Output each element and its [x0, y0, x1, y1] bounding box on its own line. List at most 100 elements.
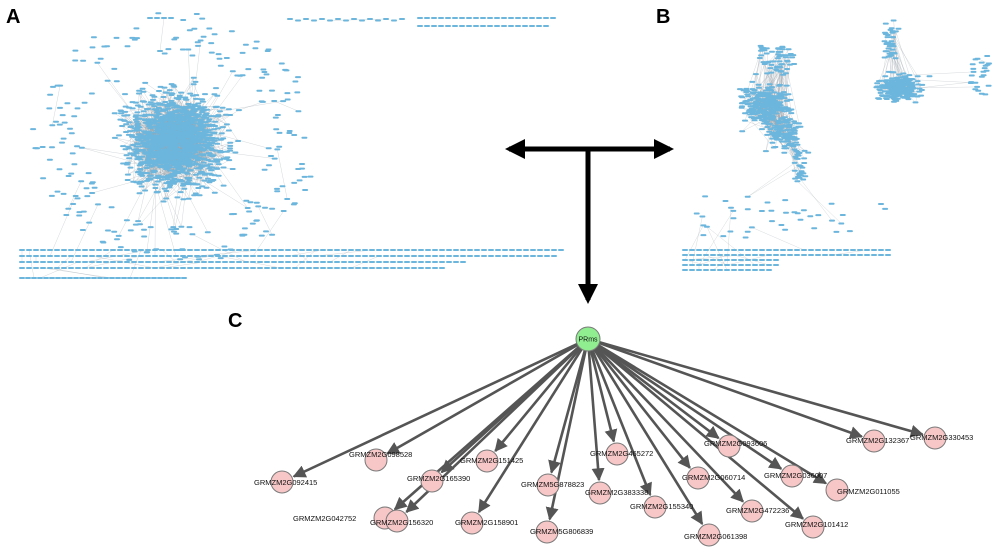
network-node	[47, 93, 54, 96]
network-node	[265, 147, 272, 150]
network-node	[90, 36, 97, 39]
network-node	[111, 230, 118, 233]
network-node	[249, 222, 256, 225]
network-node	[72, 195, 79, 197]
network-node	[417, 25, 423, 27]
network-node	[156, 148, 162, 151]
network-node	[182, 148, 189, 151]
network-node	[141, 118, 148, 121]
network-node	[182, 145, 188, 148]
network-node	[271, 255, 277, 257]
network-node	[89, 267, 95, 269]
network-node	[171, 174, 177, 177]
network-node	[159, 267, 165, 269]
network-node	[144, 179, 151, 182]
network-node	[223, 123, 230, 126]
network-node	[195, 102, 202, 105]
regulatory-edge	[598, 341, 864, 439]
network-node	[177, 115, 184, 118]
network-node	[194, 146, 201, 149]
network-node	[212, 120, 219, 123]
network-node	[121, 277, 127, 279]
network-node	[142, 121, 149, 124]
network-node	[751, 89, 758, 92]
network-node	[46, 107, 53, 110]
network-node	[78, 180, 85, 183]
network-node	[724, 264, 730, 266]
network-node	[699, 215, 706, 218]
network-node	[197, 39, 204, 42]
network-node	[904, 83, 911, 86]
network-node	[163, 190, 170, 192]
target-circle	[588, 481, 612, 505]
network-node	[970, 70, 977, 73]
network-node	[61, 277, 67, 279]
regulatory-edge	[599, 341, 924, 438]
network-node	[101, 45, 108, 48]
target-node: GRMZM2G383338	[585, 481, 648, 505]
network-node	[117, 249, 123, 251]
network-node	[171, 230, 177, 233]
network-node	[700, 234, 707, 237]
target-circle	[801, 515, 825, 539]
network-node	[46, 158, 53, 161]
network-node	[110, 267, 116, 269]
network-node	[250, 249, 256, 251]
target-node: GRMZM2G472236	[726, 499, 789, 523]
network-node	[778, 132, 785, 135]
network-node	[516, 249, 522, 251]
network-node	[794, 157, 801, 160]
network-node	[161, 86, 168, 89]
hub-label: PRms	[578, 337, 598, 344]
network-node	[150, 160, 157, 163]
network-node	[742, 236, 749, 239]
network-node	[369, 267, 375, 269]
network-node	[262, 206, 268, 209]
network-node	[129, 152, 136, 155]
network-node	[362, 255, 368, 257]
network-edge	[28, 249, 35, 279]
network-node	[544, 249, 550, 251]
network-node	[776, 84, 783, 87]
network-edge	[49, 195, 76, 257]
network-node	[390, 255, 396, 257]
network-node	[791, 169, 798, 172]
target-circle	[686, 466, 710, 490]
network-node	[186, 130, 193, 133]
network-node	[167, 148, 173, 150]
network-node	[136, 117, 143, 120]
network-node	[327, 255, 333, 257]
network-node	[155, 177, 161, 179]
network-node	[876, 97, 883, 100]
network-node	[190, 83, 197, 86]
network-node	[446, 261, 452, 263]
network-node	[779, 54, 786, 57]
network-node	[523, 249, 529, 251]
network-node	[201, 267, 207, 269]
target-label: GRMZM2G165390	[407, 474, 470, 483]
network-node	[313, 249, 319, 251]
network-node	[75, 261, 81, 263]
network-node	[211, 191, 218, 194]
network-edge	[783, 55, 800, 124]
network-node	[182, 96, 189, 99]
target-label: GRMZM5G878823	[521, 480, 584, 489]
network-node	[229, 261, 235, 263]
network-node	[263, 73, 270, 76]
network-node	[202, 172, 208, 175]
network-node	[110, 261, 116, 263]
network-node	[801, 162, 808, 164]
network-node	[794, 249, 800, 251]
network-node	[888, 40, 895, 43]
network-node	[780, 254, 786, 256]
network-node	[201, 121, 207, 124]
network-node	[145, 178, 152, 180]
network-node	[161, 52, 168, 55]
network-node	[162, 176, 168, 179]
network-node	[144, 152, 150, 155]
target-label: GRMZM2G061398	[684, 532, 747, 541]
network-node	[978, 61, 985, 64]
network-node	[61, 261, 67, 263]
network-node	[194, 131, 201, 134]
network-node	[891, 52, 898, 55]
